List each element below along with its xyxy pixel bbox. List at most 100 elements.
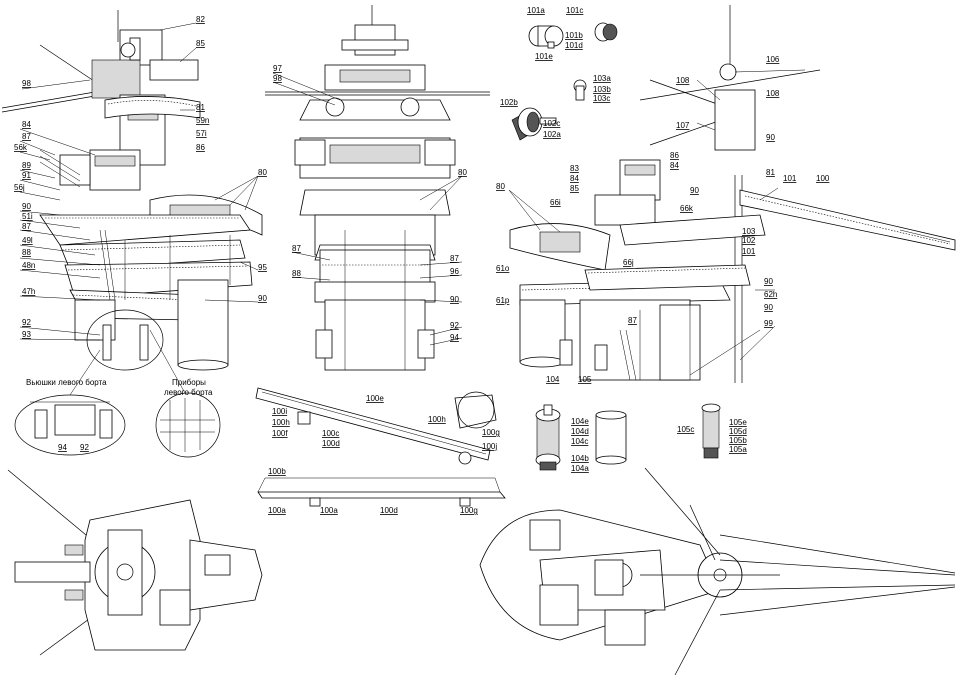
label-106: 106 — [766, 55, 780, 64]
label-108b: 108 — [766, 89, 780, 98]
label-66j: 66j — [623, 258, 634, 267]
label-49l: 49l — [22, 236, 33, 245]
label-102b: 102b — [500, 98, 518, 107]
label-100i: 100i — [272, 407, 287, 416]
label-83: 83 — [570, 164, 579, 173]
label-59n: 59n — [196, 116, 209, 125]
front-view — [265, 5, 490, 371]
label-93: 93 — [22, 330, 31, 339]
label-98: 98 — [22, 79, 31, 88]
label-95: 95 — [258, 263, 267, 272]
label-100e: 100e — [366, 394, 384, 403]
label-100a2: 100a — [320, 506, 338, 515]
label-86: 86 — [196, 143, 205, 152]
leader-lines — [19, 22, 806, 361]
right-iso-view — [509, 5, 956, 383]
plan-view-right — [479, 467, 956, 676]
label-80: 80 — [258, 168, 267, 177]
label-48n: 48n — [22, 261, 35, 270]
label-100b: 100b — [268, 467, 286, 476]
label-101a: 101a — [527, 6, 545, 15]
label-82: 82 — [196, 15, 205, 24]
label-89: 89 — [22, 161, 31, 170]
label-108: 108 — [676, 76, 690, 85]
label-100j: 100j — [482, 442, 497, 451]
label-90b: 90 — [258, 294, 267, 303]
label-57i: 57i — [196, 129, 207, 138]
label-80c: 80 — [496, 182, 505, 191]
label-51i: 51i — [22, 212, 33, 221]
part-labels: 82 85 98 81 59n 57i 84 86 87 56k 89 91 5… — [14, 6, 830, 515]
label-100a: 100a — [268, 506, 286, 515]
plan-view-left — [7, 469, 263, 656]
label-100g2: 100g — [460, 506, 478, 515]
spools-104-105 — [535, 403, 721, 471]
label-85: 85 — [196, 39, 205, 48]
label-105: 105 — [578, 375, 592, 384]
label-87d: 87 — [450, 254, 459, 263]
label-100d2: 100d — [380, 506, 398, 515]
label-99: 99 — [764, 319, 773, 328]
label-101b: 101b — [565, 31, 583, 40]
label-104c: 104c — [571, 437, 588, 446]
caption-winches: Вьюшки левого борта — [26, 378, 107, 387]
label-61p: 61p — [496, 296, 510, 305]
label-105d: 105d — [729, 427, 747, 436]
label-105c: 105c — [677, 425, 694, 434]
label-61o: 61o — [496, 264, 510, 273]
label-107: 107 — [676, 121, 690, 130]
label-101c: 101c — [566, 6, 583, 15]
label-100d: 100d — [322, 439, 340, 448]
label-66k: 66k — [680, 204, 694, 213]
label-103: 103 — [742, 227, 756, 236]
caption-instruments-2: левого борта — [164, 388, 213, 397]
label-85b: 85 — [570, 184, 579, 193]
label-90f: 90 — [764, 277, 773, 286]
label-81b: 81 — [766, 168, 775, 177]
label-87: 87 — [22, 132, 31, 141]
label-103b: 103b — [593, 85, 611, 94]
label-101d: 101d — [565, 41, 583, 50]
label-104: 104 — [546, 375, 560, 384]
label-98b: 98 — [273, 74, 282, 83]
label-101e: 101e — [535, 52, 553, 61]
label-88b: 88 — [292, 269, 301, 278]
label-100h2: 100h — [428, 415, 446, 424]
label-100h: 100h — [272, 418, 290, 427]
label-94b: 94 — [450, 333, 459, 342]
label-87b: 87 — [22, 222, 31, 231]
label-62h: 62h — [764, 290, 777, 299]
label-100g: 100g — [482, 428, 500, 437]
label-105b: 105b — [729, 436, 747, 445]
label-47h: 47h — [22, 287, 35, 296]
label-81: 81 — [196, 103, 205, 112]
label-100f: 100f — [272, 429, 288, 438]
label-90: 90 — [22, 202, 31, 211]
label-90d: 90 — [766, 133, 775, 142]
label-90c: 90 — [450, 295, 459, 304]
label-56j: 56j — [14, 183, 25, 192]
label-104a: 104a — [571, 464, 589, 473]
label-102c: 102c — [543, 119, 560, 128]
label-102a: 102a — [543, 130, 561, 139]
label-92b: 92 — [80, 443, 89, 452]
label-105e: 105e — [729, 418, 747, 427]
label-84: 84 — [22, 120, 31, 129]
label-80b: 80 — [458, 168, 467, 177]
label-105a: 105a — [729, 445, 747, 454]
label-101f: 101 — [742, 247, 756, 256]
label-101: 101 — [783, 174, 797, 183]
label-100c: 100c — [322, 429, 339, 438]
label-94: 94 — [58, 443, 67, 452]
label-91: 91 — [22, 171, 31, 180]
label-87c: 87 — [292, 244, 301, 253]
label-96: 96 — [450, 267, 459, 276]
crane-jib-100 — [255, 387, 506, 507]
label-103c: 103c — [593, 94, 610, 103]
label-103a: 103a — [593, 74, 611, 83]
label-97: 97 — [273, 64, 282, 73]
label-87e: 87 — [628, 316, 637, 325]
label-100: 100 — [816, 174, 830, 183]
